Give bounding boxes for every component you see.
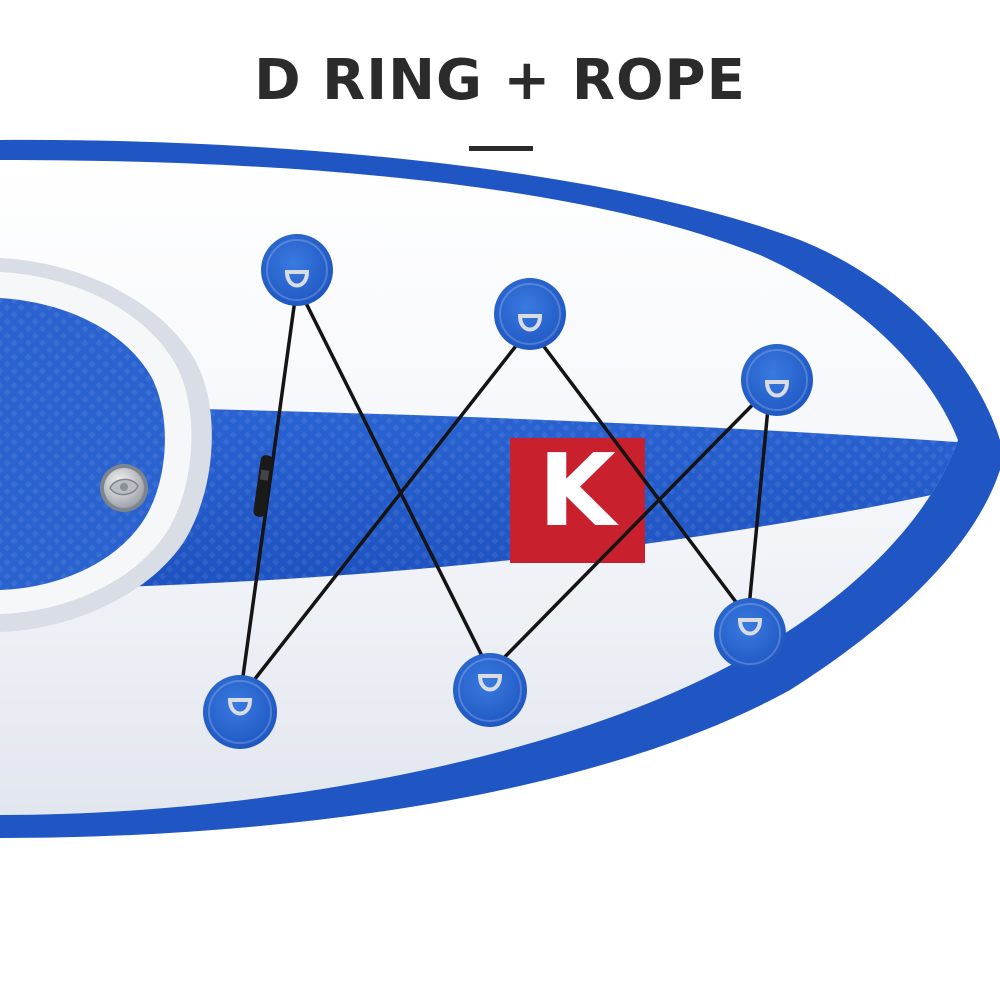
rope-segment — [295, 283, 492, 674]
bungee-rope — [238, 283, 772, 700]
headline-underline — [469, 146, 533, 151]
valve-icon — [100, 464, 148, 512]
d-ring-pad — [714, 598, 786, 670]
rope-segment — [238, 326, 532, 700]
d-ring-icon — [477, 674, 503, 692]
brand-logo: K — [510, 432, 645, 563]
d-ring-pad — [261, 234, 333, 306]
rope-segment — [746, 385, 772, 620]
d-ring-pad — [453, 653, 527, 727]
d-ring-pad — [203, 675, 277, 749]
rope-segment — [488, 385, 772, 674]
board-stripe — [0, 405, 958, 590]
d-ring-pad — [494, 278, 566, 350]
headline-title: D RING + ROPE — [254, 48, 746, 113]
d-ring-icon — [764, 380, 790, 398]
d-ring-icon — [737, 618, 763, 636]
rope-clip-icon — [253, 455, 273, 517]
d-ring-pad — [741, 344, 813, 416]
d-ring-icon — [284, 270, 310, 288]
traction-pad — [0, 258, 212, 632]
brand-logo-letter: K — [538, 432, 619, 549]
rope-segment — [528, 326, 750, 620]
rope-segment — [238, 283, 299, 700]
d-ring-icon — [227, 698, 253, 716]
d-ring-icon — [517, 314, 543, 332]
